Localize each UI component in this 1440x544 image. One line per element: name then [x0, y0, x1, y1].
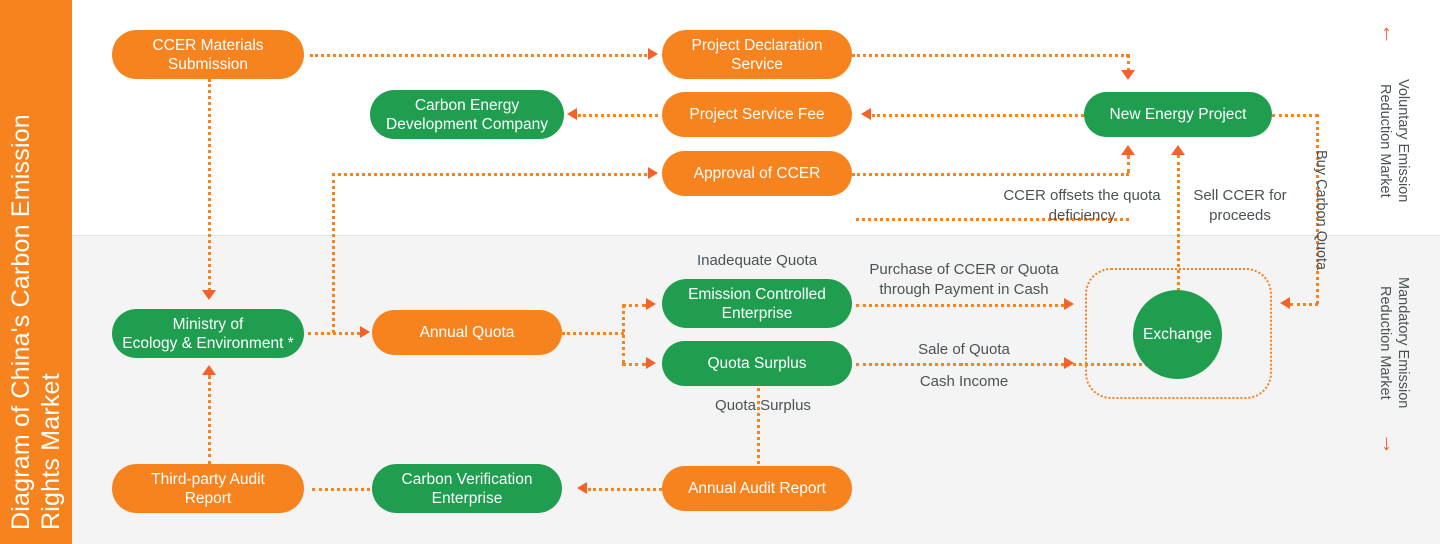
node-ministry-of-ecology[interactable]: Ministry of Ecology & Environment * [112, 309, 304, 358]
edge-buy-quota-h-bottom [1290, 303, 1318, 306]
label-sell-ccer-for-proceeds: Sell CCER for proceeds [1193, 187, 1287, 224]
edge-declaration-to-newenergy-v [1127, 54, 1130, 72]
arrowhead-ministry-bottom-in [202, 365, 216, 375]
node-annual-quota[interactable]: Annual Quota [372, 310, 562, 355]
edge-sell-ccer-v [1177, 155, 1180, 363]
edge-ministry-to-approval-v [332, 173, 335, 333]
label-sale-of-quota: Sale of Quota [918, 341, 1010, 358]
edge-declaration-to-newenergy-h [852, 54, 1129, 57]
edge-ministry-to-annualquota [308, 332, 360, 335]
edge-ece-to-exchange [856, 304, 1064, 307]
edge-annualquota-out [562, 332, 624, 335]
edge-approval-to-newenergy-h [852, 173, 1129, 176]
node-quota-surplus[interactable]: Quota Surplus [662, 341, 852, 386]
edge-servicefee-to-carbonenergy [578, 114, 658, 117]
node-project-declaration-service[interactable]: Project Declaration Service [662, 30, 852, 79]
edge-ministry-to-approval-h [332, 173, 647, 176]
node-carbon-verification-enterprise[interactable]: Carbon Verification Enterprise [372, 464, 562, 513]
arrowhead-approval-in [648, 167, 658, 179]
exchange-container [1085, 268, 1272, 399]
voluntary-market-up-arrow-icon: ↑ [1381, 20, 1392, 45]
arrowhead-carbonenergy-in [567, 108, 577, 120]
mandatory-market-label: Mandatory Emission Reduction Market [1377, 277, 1411, 409]
label-purchase-ccer-or-quota: Purchase of CCER or Quota through Paymen… [869, 261, 1059, 298]
diagram-title: Diagram of China's Carbon Emission Right… [7, 114, 65, 530]
voluntary-market-label: Voluntary Emission Reduction Market [1377, 79, 1411, 203]
edge-auditreport-to-verification [588, 488, 662, 491]
edge-approval-to-newenergy-v [1127, 155, 1130, 173]
arrowhead-verification-in [577, 482, 587, 494]
node-project-service-fee[interactable]: Project Service Fee [662, 92, 852, 137]
label-cash-income: Cash Income [919, 373, 1009, 390]
arrowhead-annualquota-in [360, 326, 370, 338]
edge-thirdparty-to-ministry [208, 375, 211, 465]
mandatory-market-down-arrow-icon: ↓ [1381, 430, 1392, 455]
node-ccer-materials-submission[interactable]: CCER Materials Submission [112, 30, 304, 79]
edge-annualquota-split-v [622, 304, 625, 364]
arrowhead-newenergy-bottom-left-in [1121, 145, 1135, 155]
edge-ece-offsets-h [856, 218, 1129, 221]
band-divider [72, 235, 1440, 236]
edge-split-to-ece [622, 304, 646, 307]
arrowhead-servicefee-in [861, 108, 871, 120]
arrowhead-newenergy-top-in [1121, 70, 1135, 80]
arrowhead-newenergy-bottom-right-in [1171, 145, 1185, 155]
edge-ccer-to-ministry [208, 79, 211, 291]
label-ccer-offsets-quota-deficiency: CCER offsets the quota deficiency [1003, 187, 1161, 224]
label-inadequate-quota: Inadequate Quota [696, 252, 818, 269]
edge-ccer-to-declaration [310, 54, 647, 57]
edge-quotasurplus-to-auditreport [757, 388, 760, 464]
arrowhead-declaration-in [648, 48, 658, 60]
edge-quotasurplus-to-exchange [856, 363, 1064, 366]
edge-newenergy-to-servicefee [872, 114, 1084, 117]
edge-split-to-quotasurplus [622, 363, 646, 366]
edge-verification-to-thirdparty [312, 488, 370, 491]
edge-buy-quota-h-top [1272, 114, 1318, 117]
arrowhead-ece-in [646, 298, 656, 310]
arrowhead-exchange-right-in [1280, 297, 1290, 309]
arrowhead-quotasurplus-in [646, 357, 656, 369]
arrowhead-exchange-left-in-bottom [1064, 357, 1074, 369]
node-emission-controlled-enterprise[interactable]: Emission Controlled Enterprise [662, 279, 852, 328]
node-exchange[interactable]: Exchange [1133, 290, 1222, 379]
node-third-party-audit-report[interactable]: Third-party Audit Report [112, 464, 304, 513]
title-rail: Diagram of China's Carbon Emission Right… [0, 0, 72, 544]
edge-buy-quota-v [1316, 114, 1319, 304]
node-annual-audit-report[interactable]: Annual Audit Report [662, 466, 852, 511]
arrowhead-ministry-top-in [202, 290, 216, 300]
node-carbon-energy-development-company[interactable]: Carbon Energy Development Company [370, 90, 564, 139]
label-quota-surplus-lower: Quota Surplus [715, 397, 811, 414]
label-buy-carbon-quota: Buy Carbon Quota [1313, 149, 1329, 271]
node-approval-of-ccer[interactable]: Approval of CCER [662, 151, 852, 196]
node-new-energy-project[interactable]: New Energy Project [1084, 92, 1272, 137]
arrowhead-exchange-left-in-top [1064, 298, 1074, 310]
